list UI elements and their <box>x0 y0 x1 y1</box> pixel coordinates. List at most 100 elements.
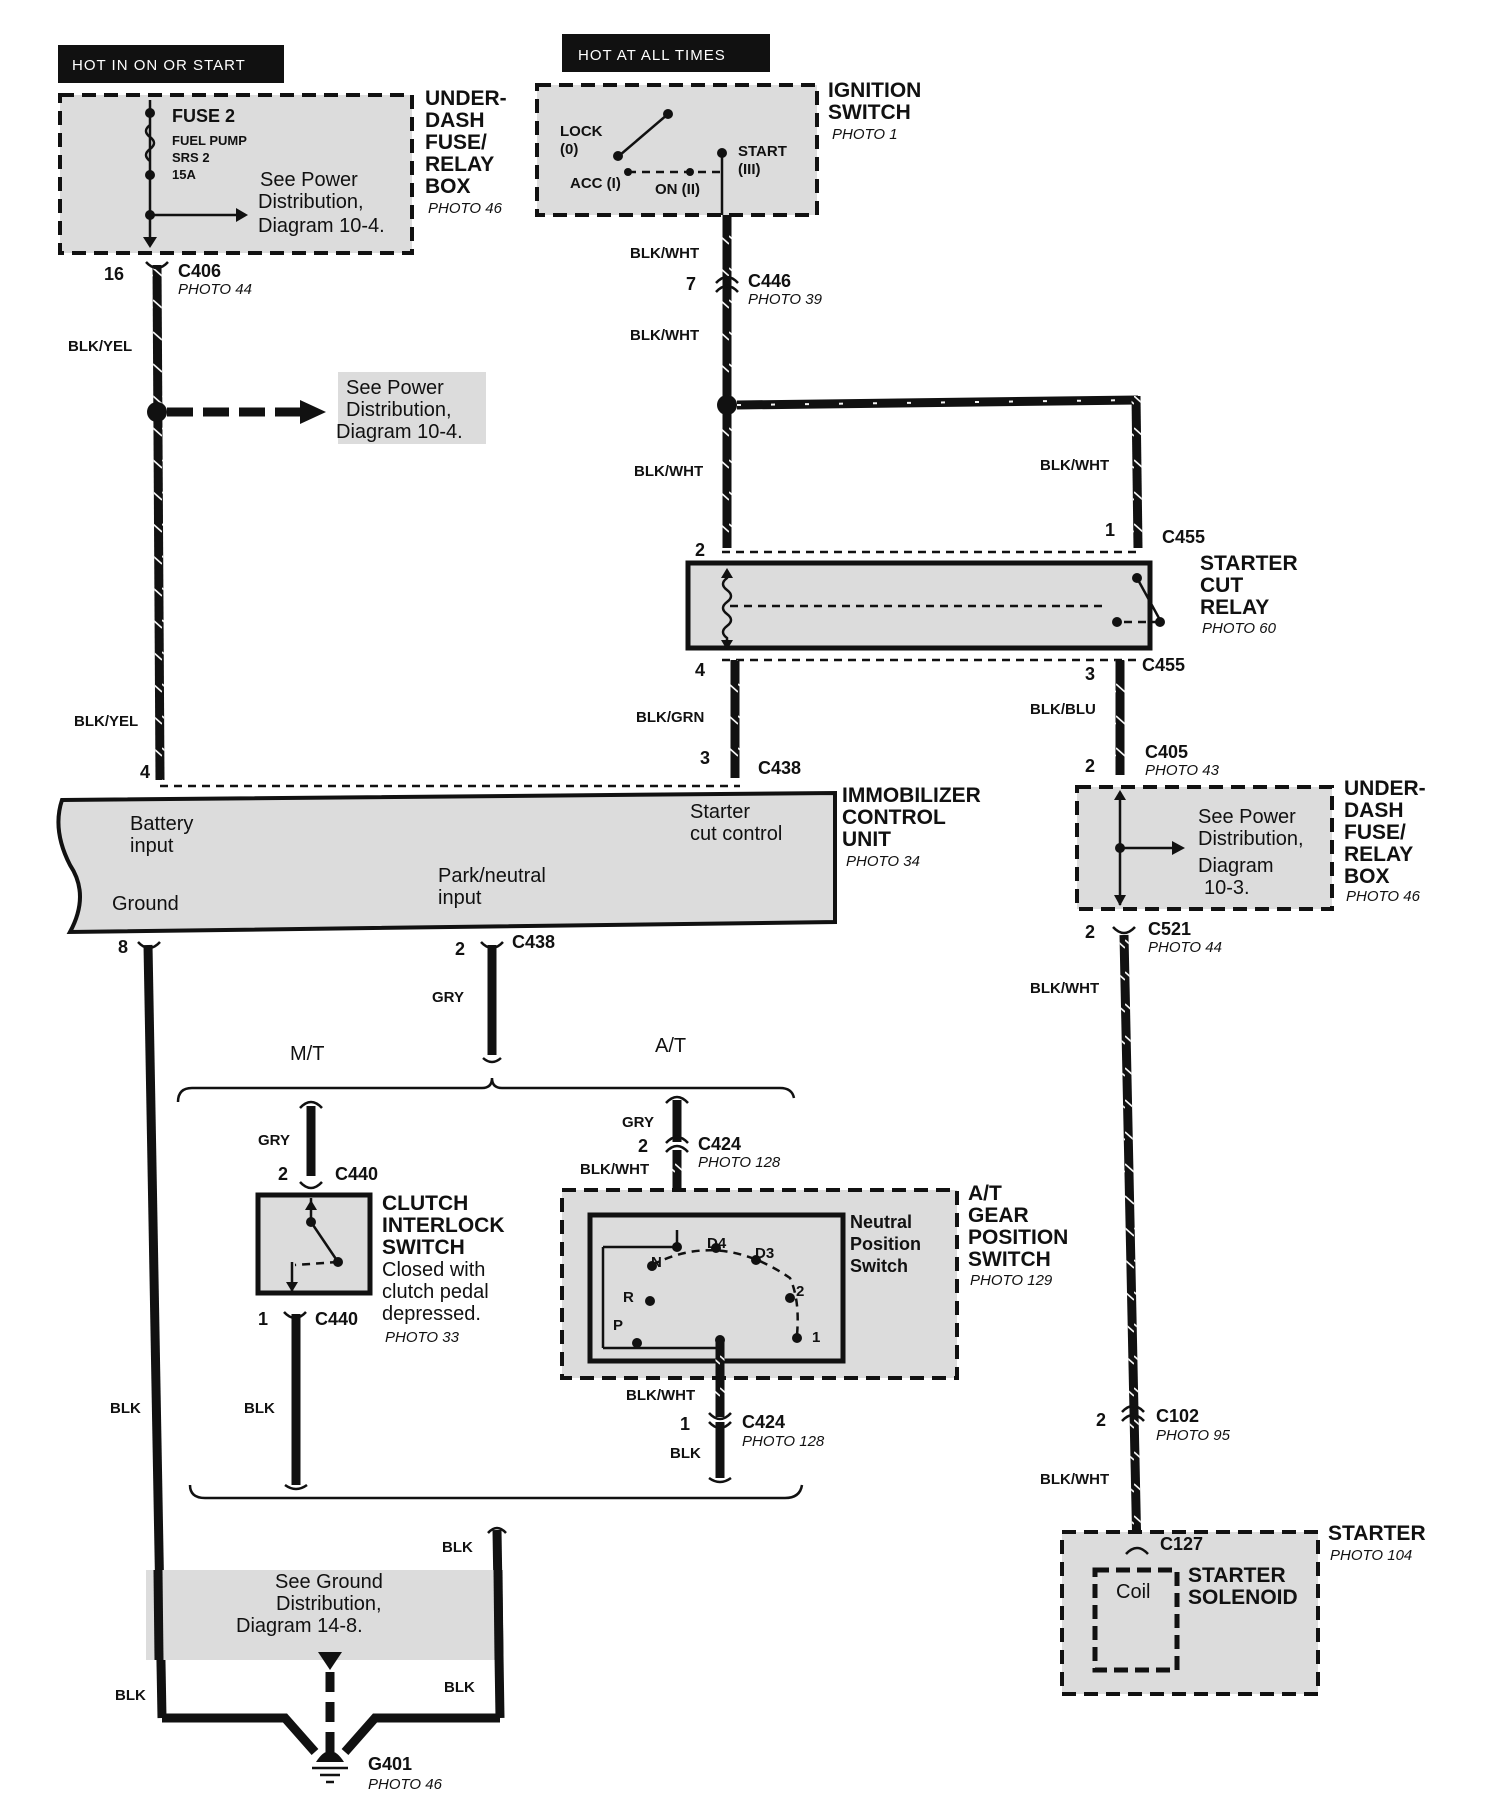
c440-bottom-label: C440 <box>315 1309 358 1329</box>
relay-coil-bottom-arrow-icon <box>721 640 733 650</box>
power-note-box <box>338 372 486 444</box>
gear-2-dot <box>785 1293 795 1303</box>
gear-title-4: SWITCH <box>968 1248 1051 1271</box>
c424-bottom-label: C424 <box>742 1412 785 1432</box>
g401-label: G401 <box>368 1754 412 1774</box>
gear-r-dot <box>645 1296 655 1306</box>
clutch-title-2: INTERLOCK <box>382 1214 505 1237</box>
ground-left-join <box>162 1713 319 1755</box>
gry-split-connector <box>482 1057 502 1064</box>
ignition-start-num: (III) <box>738 161 761 178</box>
relay-coil-top-arrow-icon <box>721 568 733 578</box>
ignition-lock-label: LOCK <box>560 123 603 140</box>
ignition-lock-dot <box>663 109 673 119</box>
immob-pin-8: 8 <box>118 937 128 957</box>
clutch-blade <box>309 1221 340 1263</box>
clutch-title-3: SWITCH <box>382 1236 465 1259</box>
right-fuse-note-1: See Power <box>1198 806 1296 828</box>
immobilizer-control-unit-box <box>56 790 837 935</box>
gear-pos-d3: D3 <box>755 1245 774 1262</box>
ignition-title-2: SWITCH <box>828 101 911 124</box>
g401-photo: PHOTO 46 <box>368 1776 443 1793</box>
immob-starter-2: cut control <box>690 823 782 845</box>
wire-blk-yel-2: BLK/YEL <box>74 713 138 730</box>
gear-1-dot <box>792 1333 802 1343</box>
relay-photo: PHOTO 60 <box>1202 620 1277 637</box>
hot-in-on-or-start-text: HOT IN ON OR START <box>72 57 246 74</box>
right-fuse-note-4: 10-3. <box>1204 877 1250 899</box>
fuse-desc-2: SRS 2 <box>172 150 210 165</box>
c455-bottom-label: C455 <box>1142 655 1185 675</box>
clutch-title-1: CLUTCH <box>382 1192 468 1215</box>
gear-arc <box>651 1249 799 1336</box>
wire-blk-5: BLK <box>115 1687 146 1704</box>
immob-photo: PHOTO 34 <box>846 853 920 870</box>
lower-brace <box>188 1484 804 1500</box>
blk-clutch-end <box>284 1483 308 1491</box>
c438-top-label: C438 <box>758 758 801 778</box>
ground-note-arrow-icon <box>318 1652 342 1670</box>
immob-title-2: CONTROL <box>842 806 946 829</box>
clutch-down-arrow-icon <box>286 1282 298 1292</box>
fuse-top-dot <box>145 108 155 118</box>
relay-pin-2: 2 <box>695 540 705 560</box>
fuse-bottom-dot <box>145 170 155 180</box>
right-fuse-branch-arrow-icon <box>1172 841 1185 855</box>
blk-wht-top-wire <box>736 395 1139 410</box>
c521-label: C521 <box>1148 919 1191 939</box>
right-fuse-down-arrow-icon <box>1114 895 1126 906</box>
gear-pos-p: P <box>613 1317 623 1334</box>
fuse-box-top-title-1: UNDER- <box>425 87 507 110</box>
blk-wht-right-riser-marks <box>1131 395 1143 549</box>
at-gear-position-switch-box <box>560 1188 959 1380</box>
clutch-desc-2: clutch pedal <box>382 1281 489 1303</box>
ground-note-box <box>146 1570 502 1660</box>
starter-photo: PHOTO 104 <box>1330 1547 1412 1564</box>
right-fuse-note-2: Distribution, <box>1198 828 1304 850</box>
fuse-desc-3: 15A <box>172 167 196 182</box>
blk-at-end <box>708 1476 732 1484</box>
c406-photo: PHOTO 44 <box>178 281 252 298</box>
ground-note-2: Distribution, <box>276 1593 382 1615</box>
neutral-pos-1: Neutral <box>850 1212 912 1232</box>
immob-pin-4: 4 <box>140 762 150 782</box>
clutch-desc-1: Closed with <box>382 1259 485 1281</box>
gear-photo: PHOTO 129 <box>970 1272 1053 1289</box>
right-fuse-title-4: RELAY <box>1344 843 1413 866</box>
power-branch-arrow-icon <box>300 400 326 424</box>
fuse-box-top-title-2: DASH <box>425 109 485 132</box>
immob-starter-1: Starter <box>690 801 750 823</box>
c424-top-photo: PHOTO 128 <box>698 1154 781 1171</box>
c424-top-label: C424 <box>698 1134 741 1154</box>
wire-blk-wht-g: BLK/WHT <box>580 1161 649 1178</box>
ground-note-right-wire <box>493 1569 504 1661</box>
fuse-2-label: FUSE 2 <box>172 106 235 126</box>
right-fuse-title-2: DASH <box>1344 799 1404 822</box>
ignition-pivot-dot <box>613 151 623 161</box>
wire-blk-grn: BLK/GRN <box>636 709 704 726</box>
power-note-1: See Power <box>346 377 444 399</box>
immob-park-2: input <box>438 887 482 909</box>
ignition-acc-label: ACC (I) <box>570 175 621 192</box>
clutch-photo: PHOTO 33 <box>385 1329 460 1346</box>
c521-connector <box>1112 926 1136 935</box>
hot-at-all-times-text: HOT AT ALL TIMES <box>578 47 726 64</box>
c446-pin: 7 <box>686 274 696 294</box>
wire-blk-wht-c: BLK/WHT <box>634 463 703 480</box>
relay-pin-3: 3 <box>1085 664 1095 684</box>
c424-top-connector <box>665 1135 689 1153</box>
immob-title-3: UNIT <box>842 828 891 851</box>
fuse-branch-arrow-icon <box>236 208 248 222</box>
relay-title-3: RELAY <box>1200 596 1269 619</box>
wire-blk-wht-b: BLK/WHT <box>630 327 699 344</box>
fuse-box-top-title-3: FUSE/ <box>425 131 487 154</box>
c424-bottom-pin: 1 <box>680 1414 690 1434</box>
ground-note-3: Diagram 14-8. <box>236 1615 363 1637</box>
starter-solenoid-2: SOLENOID <box>1188 1586 1298 1609</box>
fuse-2-symbol <box>144 124 156 162</box>
right-fuse-title-5: BOX <box>1344 865 1390 888</box>
wire-blk-3: BLK <box>670 1445 701 1462</box>
neutral-pos-2: Position <box>850 1234 921 1254</box>
c424-top-cap <box>665 1095 689 1104</box>
